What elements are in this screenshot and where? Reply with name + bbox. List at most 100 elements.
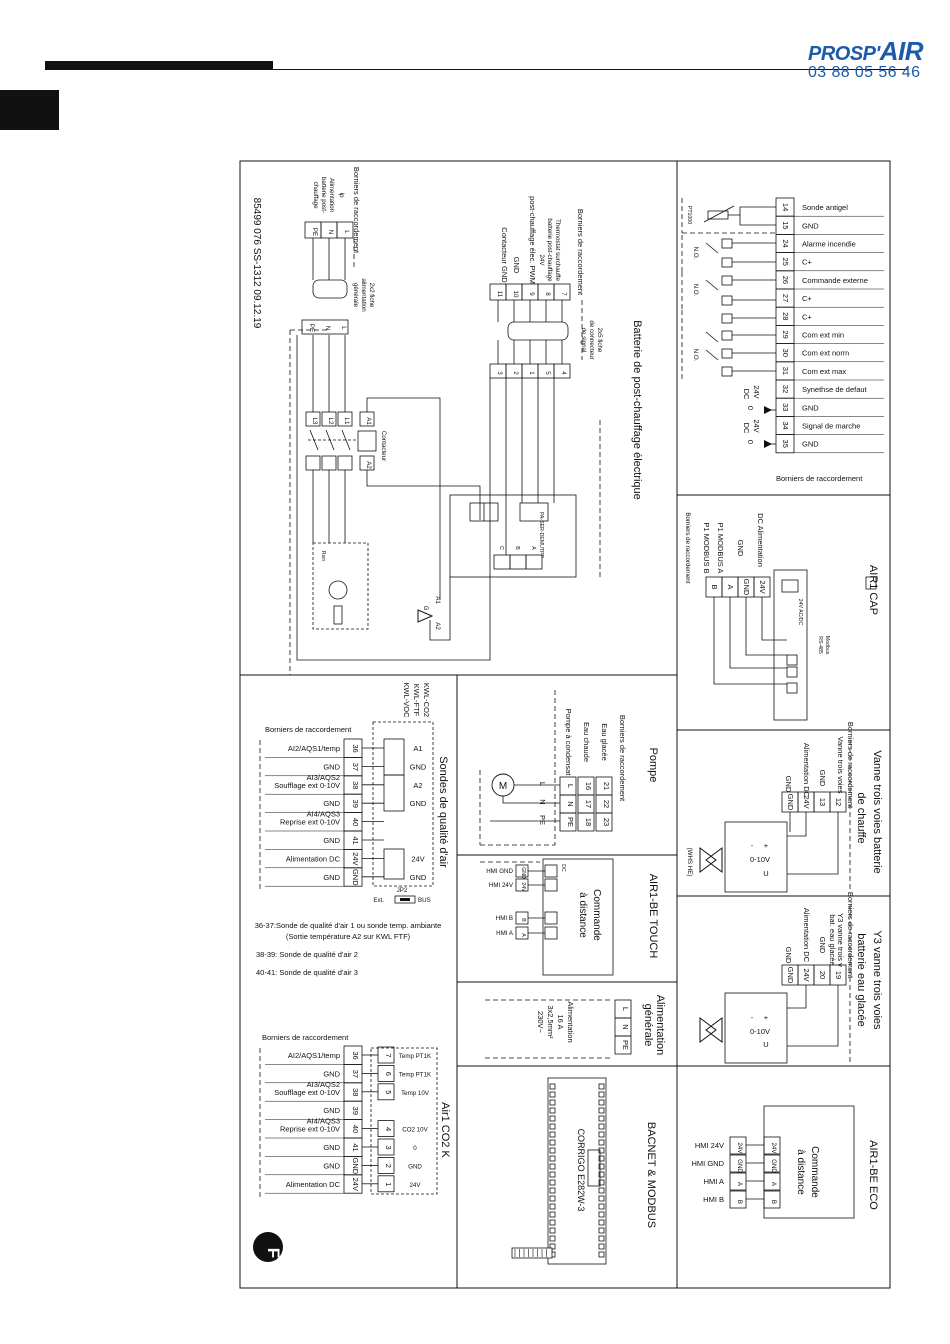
co2k-term-num: 40	[351, 1125, 360, 1133]
pump-title: Pompe	[647, 748, 659, 783]
eco-title: AIR1-BE ECO	[867, 1140, 879, 1210]
air1cap-line: DC Alimentation	[756, 513, 765, 567]
corrigo-pin	[549, 1099, 556, 1106]
triac-label: A2	[434, 622, 441, 630]
control-wire	[366, 397, 441, 600]
contact-blade	[705, 279, 719, 291]
air1cap-title: AIR1 CAP	[867, 565, 879, 615]
heating-valve-title: Vanne trois voies batterie	[871, 750, 883, 873]
corrigo-pin	[549, 1219, 556, 1226]
eco-box-term	[763, 1136, 781, 1155]
corrigo-pin	[549, 1091, 556, 1098]
touch-box-term	[544, 911, 558, 925]
pump-term-label: 17	[584, 800, 593, 808]
contactor-line-label: L1	[343, 418, 350, 425]
touch-term-label: A	[520, 933, 526, 937]
contactor-line-label: L3	[311, 418, 318, 425]
contact-blade	[705, 242, 719, 254]
heating-valve-code: (WHS HE)	[686, 848, 693, 877]
terminal-number: 33	[781, 403, 790, 411]
valve-icon	[705, 1017, 723, 1043]
chilled-valve-line: Alimentation DC	[802, 908, 811, 963]
heating-valve-line: Borniers de raccordement	[846, 722, 855, 809]
eco-term	[729, 1154, 747, 1173]
board-pin-label: C	[498, 546, 504, 550]
pump-line: Eau glacée	[600, 723, 609, 761]
aq-model: KWL-VOC	[402, 682, 411, 718]
brand-logo: PROSP'AIR 03 88 05 56 46	[808, 36, 928, 81]
pump-term-label: 21	[602, 782, 611, 790]
supply-plug-pin: L	[340, 326, 347, 330]
contactor-a1-label: A1	[365, 417, 372, 425]
co2k-label: GND	[323, 1143, 340, 1152]
terminal-label: C+	[802, 312, 812, 321]
eco-label: HMI GND	[692, 1159, 725, 1168]
aq-term-num: 38	[351, 781, 360, 789]
co2k-sensor-num: 3	[384, 1145, 393, 1149]
speed-contact	[721, 348, 733, 359]
eco-box-text: Commande	[809, 1146, 820, 1198]
supply-line: chauffage	[312, 181, 319, 209]
chilled-actuator-plus: +	[764, 1013, 769, 1022]
air1cap-wire	[761, 597, 787, 641]
header-rule	[273, 69, 908, 71]
contact-box	[721, 295, 733, 306]
alim-term-label: L	[621, 1007, 630, 1011]
air1cap-line: GND	[736, 540, 745, 557]
corrigo-pin	[598, 1211, 605, 1218]
signal-connector-note: 2x5 fiche	[596, 328, 603, 353]
co2k-sensor-num: 5	[384, 1090, 393, 1094]
supply-term-label: N	[327, 230, 334, 234]
terminal-number: 25	[781, 258, 790, 266]
corrigo-pin	[549, 1243, 556, 1250]
touch-box-term	[544, 864, 558, 878]
chilled-actuator-u: U	[763, 1040, 768, 1049]
alim-title: Alimentation	[654, 995, 666, 1056]
co2k-sensor-num: 2	[384, 1164, 393, 1168]
corrigo-pin	[598, 1131, 605, 1138]
terminal-number: 32	[781, 385, 790, 393]
co2k-sensor-label: 0	[413, 1145, 417, 1152]
heating-valve-wire	[787, 812, 839, 875]
terminal-number: 31	[781, 367, 790, 375]
speed-contact	[721, 366, 733, 377]
heating-valve-line: GND	[818, 770, 827, 787]
co2k-label: AI4/AQS3	[307, 1117, 340, 1126]
corrigo-pin	[549, 1179, 556, 1186]
terminal-number: 29	[781, 330, 790, 338]
dc-0-label: 0	[746, 406, 755, 410]
aq-term-num: 24V	[351, 852, 360, 865]
touch-box-term	[544, 878, 558, 892]
chilled-valve-term-label: 20	[818, 971, 827, 979]
power-wire	[296, 335, 491, 661]
air1cap-term-label: 24V	[758, 580, 767, 593]
touch-box-text: Commande	[591, 889, 602, 941]
supply-connector-note: 2x2 fiche	[368, 283, 375, 308]
signal-term-label: 10	[512, 291, 519, 298]
triac-icon	[417, 609, 434, 623]
air1cap-wire	[729, 597, 787, 669]
touch-box	[542, 858, 614, 976]
signal-connector-note: de connecteur	[588, 320, 595, 359]
dc-word: DC	[742, 389, 751, 400]
chilled-actuator	[724, 992, 788, 1064]
air1cap-term-label: B	[710, 584, 719, 589]
contactor-label: Contacteur	[380, 431, 387, 461]
air-quality-block: Sondes de qualité d'airKWL-CO2KWL-FTFKWL…	[255, 682, 449, 977]
signal-connector-note: de signal	[580, 328, 587, 353]
heating-valve-term-label: GND	[786, 794, 795, 811]
aq-model: KWL-FTF	[412, 684, 421, 717]
aq-jumper	[394, 895, 416, 904]
chilled-valve-term-label: 19	[834, 971, 843, 979]
corrigo-controller	[547, 1077, 607, 1265]
supply-line: Borniers de raccordement	[352, 167, 361, 254]
language-badge-letter: F	[264, 1248, 283, 1258]
co2k-sensor-num: 6	[384, 1072, 393, 1076]
air1cap-pin	[786, 666, 798, 678]
signal-line: GND	[512, 257, 521, 274]
terminal-label: C+	[802, 294, 812, 303]
